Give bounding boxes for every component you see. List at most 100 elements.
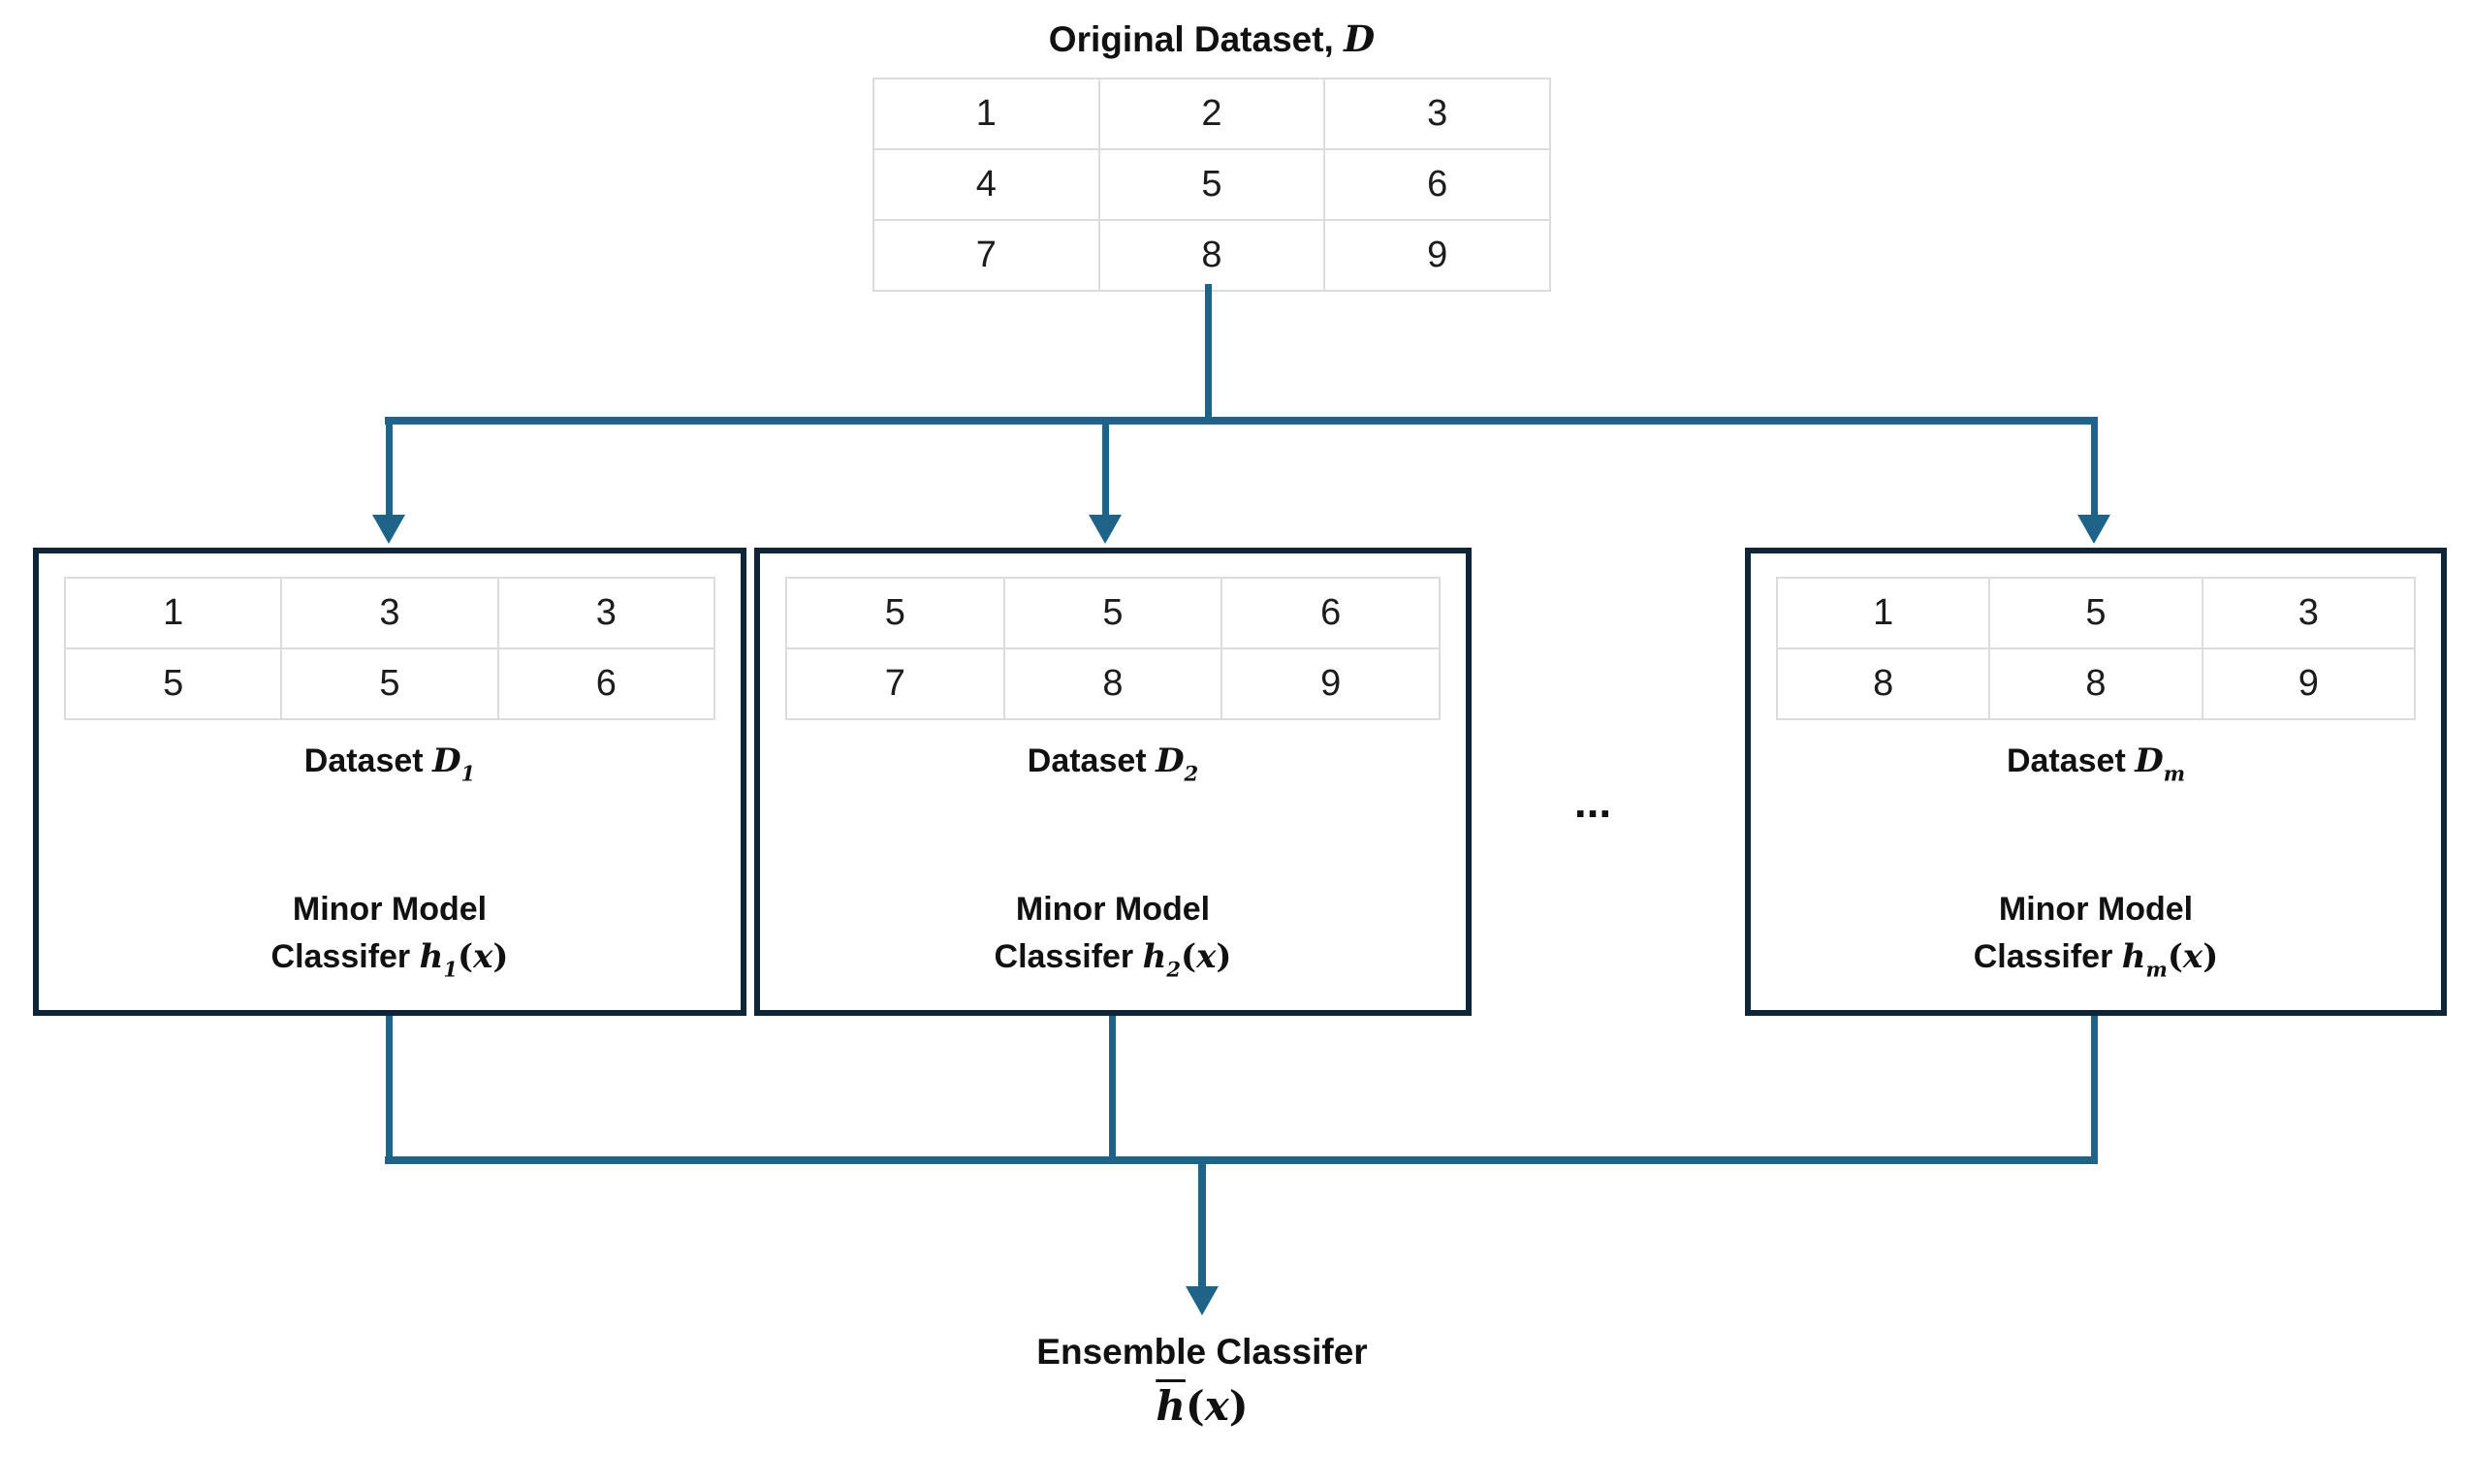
- dataset-label-text: Dataset: [303, 742, 424, 779]
- connector-merge-left: [386, 1016, 393, 1160]
- minor-model-label-1: Minor Model Classifer h1(x): [39, 886, 741, 985]
- ensemble-classifier-label: Ensemble Classifer: [1036, 1332, 1368, 1372]
- dataset-symbol-D: D: [1344, 17, 1376, 60]
- minor-model-label-m: Minor Model Classifer hm(x): [1751, 886, 2441, 985]
- arrow-down-icon: [372, 515, 405, 544]
- table-cell: 7: [785, 647, 1005, 720]
- table-row: 1 5 3: [1775, 577, 2417, 649]
- connector-branch-right: [2091, 425, 2098, 517]
- paren-open: (: [1185, 1382, 1205, 1430]
- classifier-text: Classifer: [1973, 937, 2113, 975]
- minor-model-line1: Minor Model: [1998, 890, 2194, 928]
- table-row: 7 8 9: [785, 647, 1441, 720]
- diagram-title-text: Original Dataset,: [1048, 19, 1334, 59]
- classifier-x-symbol: x: [473, 936, 493, 976]
- minor-model-label-2: Minor Model Classifer h2(x): [760, 886, 1466, 985]
- dataset-subscript: m: [2163, 761, 2186, 786]
- table-cell: 8: [1775, 647, 1991, 720]
- classifier-h-symbol: h: [419, 936, 444, 976]
- table-cell: 3: [496, 577, 716, 649]
- table-cell: 9: [1220, 647, 1441, 720]
- connector-top-vertical: [1205, 284, 1212, 425]
- ensemble-x-symbol: x: [1204, 1382, 1229, 1430]
- classifier-text: Classifer: [994, 937, 1134, 975]
- ensemble-classifier-formula: h(x): [911, 1382, 1493, 1430]
- table-cell: 5: [1002, 577, 1223, 649]
- classifier-subscript: 2: [1166, 957, 1182, 982]
- table-cell: 7: [872, 219, 1100, 292]
- table-cell: 5: [1988, 577, 2203, 649]
- connector-branch-left: [386, 425, 393, 517]
- paren-close: ): [1228, 1382, 1249, 1430]
- table-cell: 2: [1097, 78, 1326, 150]
- table-cell: 6: [496, 647, 716, 720]
- paren-close: ): [1216, 936, 1232, 976]
- arrow-down-icon: [1186, 1286, 1219, 1315]
- table-cell: 9: [2201, 647, 2417, 720]
- table-cell: 5: [63, 647, 283, 720]
- table-row: 5 5 6: [785, 577, 1441, 649]
- connector-merge-right: [2091, 1016, 2098, 1160]
- ellipsis-separator: ...: [1573, 776, 1612, 827]
- table-cell: 6: [1220, 577, 1441, 649]
- table-row: 7 8 9: [872, 219, 1551, 292]
- table-cell: 8: [1988, 647, 2203, 720]
- classifier-subscript: 1: [443, 957, 459, 982]
- dataset-table-m: 1 5 3 8 8 9: [1775, 577, 2417, 720]
- paren-close: ): [492, 936, 509, 976]
- original-dataset-table: 1 2 3 4 5 6 7 8 9: [872, 78, 1551, 292]
- classifier-text: Classifer: [270, 937, 411, 975]
- connector-merge-middle: [1109, 1016, 1116, 1160]
- dataset-table-1: 1 3 3 5 5 6: [63, 577, 716, 720]
- minor-model-box-2: 5 5 6 7 8 9 Dataset D2 Minor Model Class…: [754, 548, 1472, 1016]
- table-cell: 8: [1002, 647, 1223, 720]
- dataset-subscript: 2: [1184, 761, 1199, 786]
- table-cell: 5: [280, 647, 499, 720]
- table-cell: 9: [1323, 219, 1551, 292]
- dataset-symbol: D: [432, 742, 461, 780]
- table-cell: 3: [1323, 78, 1551, 150]
- table-row: 1 2 3: [872, 78, 1551, 150]
- table-row: 5 5 6: [63, 647, 716, 720]
- connector-branch-horizontal: [385, 417, 2098, 425]
- minor-model-line2: Classifer h1(x): [39, 933, 741, 985]
- dataset-table-2: 5 5 6 7 8 9: [785, 577, 1441, 720]
- dataset-label-text: Dataset: [2006, 742, 2126, 779]
- table-row: 1 3 3: [63, 577, 716, 649]
- minor-model-line1: Minor Model: [292, 890, 488, 928]
- minor-model-line1: Minor Model: [1015, 890, 1211, 928]
- minor-model-line2: Classifer h2(x): [760, 933, 1466, 985]
- table-cell: 1: [1775, 577, 1991, 649]
- table-cell: 1: [872, 78, 1100, 150]
- connector-merge-horizontal: [385, 1156, 2098, 1164]
- dataset-symbol: D: [1156, 742, 1185, 780]
- classifier-subscript: m: [2145, 957, 2168, 982]
- classifier-x-symbol: x: [1196, 936, 1217, 976]
- minor-model-box-m: 1 5 3 8 8 9 Dataset Dm Minor Model Class…: [1745, 548, 2447, 1016]
- diagram-title: Original Dataset, D: [872, 17, 1551, 60]
- table-cell: 8: [1097, 219, 1326, 292]
- dataset-label-2: Dataset D2: [760, 742, 1466, 785]
- table-cell: 5: [785, 577, 1005, 649]
- classifier-x-symbol: x: [2182, 936, 2203, 976]
- dataset-label-1: Dataset D1: [39, 742, 741, 785]
- classifier-h-symbol: h: [2121, 936, 2146, 976]
- table-cell: 3: [2201, 577, 2417, 649]
- table-row: 8 8 9: [1775, 647, 2417, 720]
- dataset-label-m: Dataset Dm: [1751, 742, 2441, 785]
- paren-open: (: [458, 936, 474, 976]
- table-cell: 4: [872, 148, 1100, 221]
- table-cell: 3: [280, 577, 499, 649]
- connector-branch-middle: [1102, 425, 1109, 517]
- table-cell: 1: [63, 577, 283, 649]
- dataset-label-text: Dataset: [1027, 742, 1147, 779]
- table-row: 4 5 6: [872, 148, 1551, 221]
- arrow-down-icon: [2077, 515, 2110, 544]
- minor-model-box-1: 1 3 3 5 5 6 Dataset D1 Minor Model Class…: [33, 548, 746, 1016]
- paren-open: (: [1181, 936, 1197, 976]
- table-cell: 6: [1323, 148, 1551, 221]
- table-cell: 5: [1097, 148, 1326, 221]
- dataset-subscript: 1: [460, 761, 476, 786]
- paren-open: (: [2167, 936, 2183, 976]
